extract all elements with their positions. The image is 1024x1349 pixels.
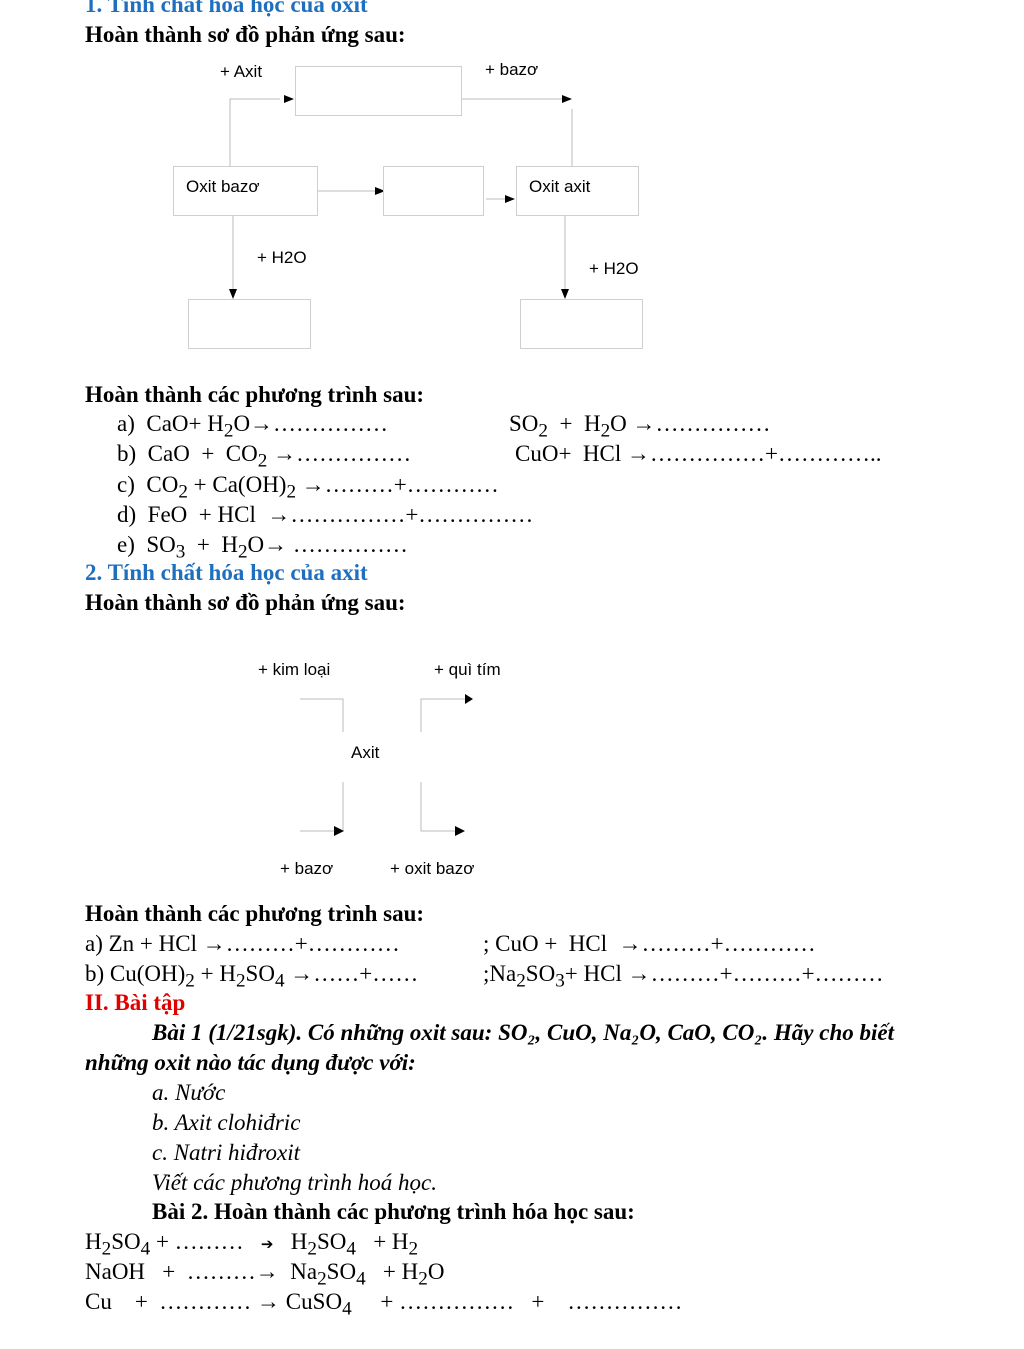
equation-1b-right: CuO+ HCl →……………+………….. — [515, 441, 882, 466]
section3-title: II. Bài tập — [85, 990, 186, 1015]
section1-eq-instruction: Hoàn thành các phương trình sau: — [85, 382, 425, 407]
basic-oxide-box: Oxit bazơ — [173, 166, 318, 216]
plus-acid-label: + Axit — [220, 62, 263, 81]
section2-eq-instruction: Hoàn thành các phương trình sau: — [85, 901, 425, 926]
blank-box-bottom-right — [520, 299, 643, 349]
exercise1-line2: những oxit nào tác dụng được với: — [85, 1050, 416, 1075]
section1-instruction: Hoàn thành sơ đồ phản ứng sau: — [85, 22, 406, 47]
blank-box-middle — [383, 166, 484, 216]
plus-base-label: + bazơ — [485, 60, 539, 79]
blank-box-top — [295, 66, 462, 116]
exercise2-title: Bài 2. Hoàn thành các phương trình hóa h… — [152, 1199, 635, 1224]
equation-2a: a) Zn + HCl →………+………… — [85, 931, 400, 956]
exercise2-equation-2: NaOH + ………→ Na2SO4 + H2O — [85, 1259, 445, 1290]
plus-litmus-label: + quì tím — [434, 660, 501, 679]
acid-label: Axit — [351, 743, 380, 762]
exercise2-equation-1: H2SO4 + ……… ➔ H2SO4 + H2 — [85, 1229, 419, 1260]
plus-h2o-right-label: + H2O — [589, 259, 639, 278]
equation-2b-right: ;Na2SO3+ HCl →………+………+……… — [483, 961, 884, 992]
equation-2b: b) Cu(OH)2 + H2SO4 →……+…… — [85, 961, 419, 992]
exercise1-option-a: a. Nước — [152, 1080, 226, 1105]
section2-instruction: Hoàn thành sơ đồ phản ứng sau: — [85, 590, 406, 615]
exercise1-option-c: c. Natri hiđroxit — [152, 1140, 301, 1165]
section2-title: 2. Tính chất hóa học của axit — [85, 560, 368, 585]
equation-1b: b) CaO + CO2 →…………… — [117, 441, 412, 472]
plus-base-label-2: + bazơ — [280, 859, 334, 878]
plus-metal-label: + kim loại — [258, 660, 331, 679]
equation-1c: c) CO2 + Ca(OH)2 →………+………… — [117, 472, 499, 503]
equation-1d: d) FeO + HCl →……………+…………… — [117, 502, 534, 527]
exercise1-line1: Bài 1 (1/21sgk). Có những oxit sau: SO₂,… — [152, 1020, 894, 1045]
equation-1a: a) CaO+ H2O→…………… — [117, 411, 389, 442]
section1-title: 1. Tính chất hóa học của oxit — [85, 0, 368, 17]
plus-basic-oxide-label: + oxit bazơ — [390, 859, 475, 878]
exercise2-equation-3: Cu + ………… → CuSO4 + …………… + …………… — [85, 1289, 683, 1320]
equation-2a-right: ; CuO + HCl →………+………… — [483, 931, 816, 956]
blank-box-bottom-left — [188, 299, 311, 349]
basic-oxide-label: Oxit bazơ — [186, 177, 260, 196]
exercise1-write-equations: Viết các phương trình hoá học. — [152, 1170, 438, 1195]
exercise1-option-b: b. Axit clohiđric — [152, 1110, 301, 1135]
acidic-oxide-label: Oxit axit — [529, 177, 591, 196]
equation-1a-right: SO2 + H2O →…………… — [509, 411, 771, 442]
acidic-oxide-box: Oxit axit — [516, 166, 639, 216]
plus-h2o-left-label: + H2O — [257, 248, 307, 267]
equation-1e: e) SO3 + H2O→ …………… — [117, 532, 408, 563]
